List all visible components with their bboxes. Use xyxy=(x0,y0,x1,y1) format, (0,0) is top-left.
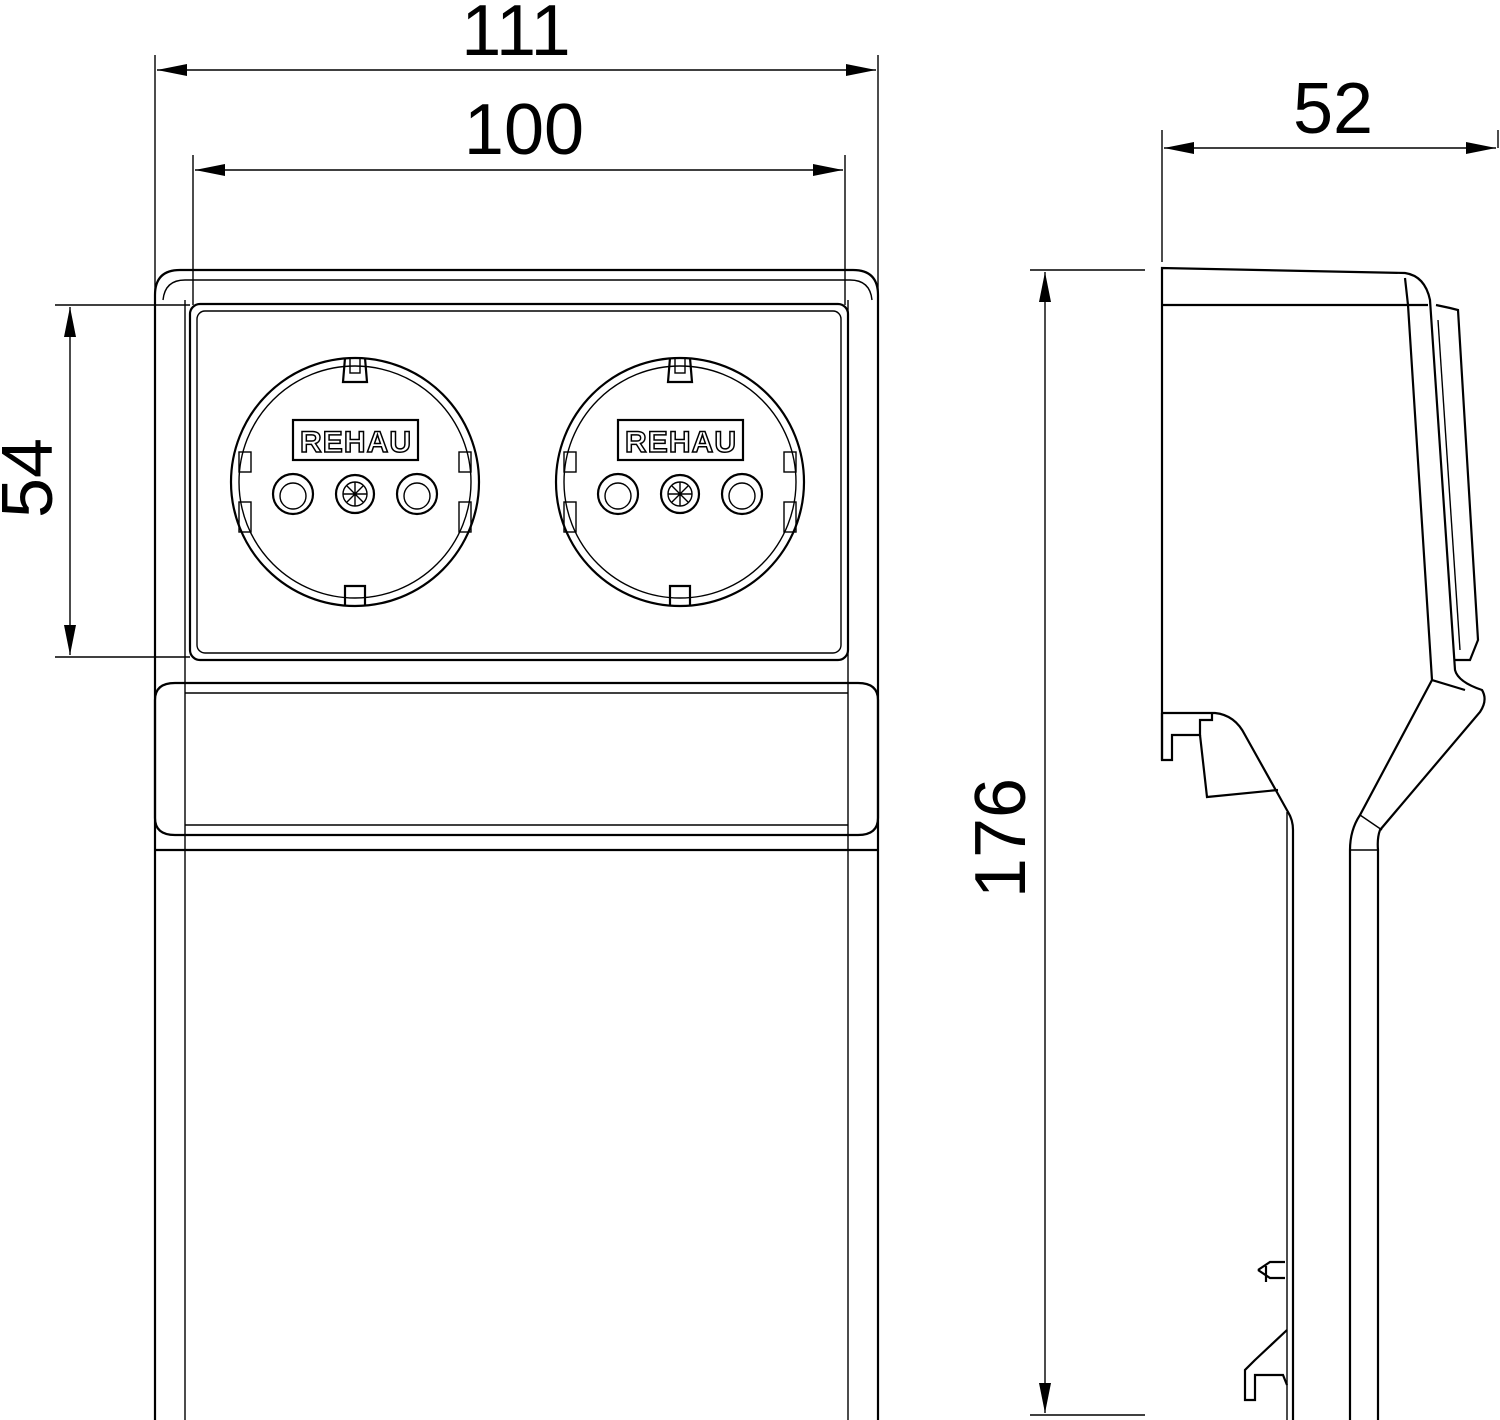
dimension-label-176: 176 xyxy=(961,778,1041,898)
dimension-label-52: 52 xyxy=(1293,69,1373,149)
socket-right: REHAU xyxy=(554,356,806,608)
dimension-label-54: 54 xyxy=(0,438,68,518)
screw-icon xyxy=(659,473,701,515)
rehau-logo: REHAU xyxy=(300,426,410,459)
dimension-inner-width: 100 xyxy=(192,90,846,305)
dimension-label-100: 100 xyxy=(464,90,584,170)
dimension-overall-height: 176 xyxy=(961,269,1145,1416)
dimension-label-111: 111 xyxy=(461,0,570,71)
screw-icon xyxy=(334,473,376,515)
front-view xyxy=(153,268,880,1420)
dimension-socket-height: 54 xyxy=(0,304,190,658)
dimension-overall-width: 111 xyxy=(154,0,879,300)
side-view xyxy=(1160,266,1486,1420)
rehau-logo: REHAU xyxy=(625,426,735,459)
socket-left: REHAU xyxy=(229,356,481,608)
dimension-depth: 52 xyxy=(1161,69,1499,262)
